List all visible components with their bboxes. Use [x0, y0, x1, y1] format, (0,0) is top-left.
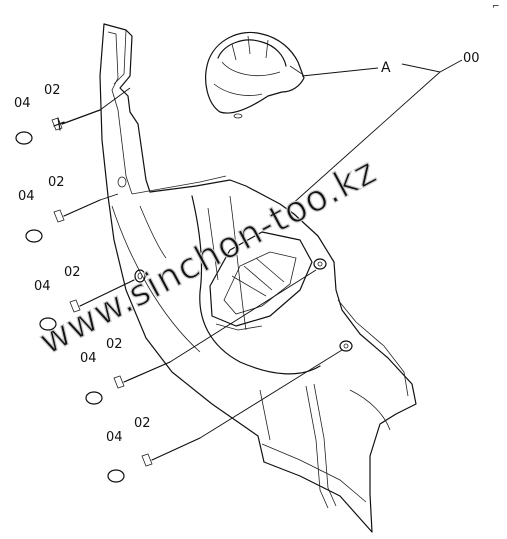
screw-label: 02 — [48, 175, 65, 190]
cap-icon — [25, 229, 43, 243]
screw-set-4: 02 04 — [80, 269, 317, 405]
cap-icon — [15, 131, 33, 145]
cap-icon — [107, 469, 125, 483]
leader-00-panel — [289, 71, 441, 207]
cap-label: 04 — [18, 189, 35, 204]
screw-set-2: 02 04 — [18, 175, 119, 243]
screw-label: 02 — [134, 416, 151, 431]
cap-label: 04 — [34, 279, 51, 294]
cap-icon — [85, 391, 103, 405]
screw-icon — [63, 199, 101, 217]
leader-00-a — [401, 59, 463, 73]
leader-a — [301, 67, 379, 77]
screw-set-1: 02 04 — [14, 83, 131, 145]
cap-label: 04 — [14, 96, 31, 111]
console-side-panel — [99, 23, 417, 533]
view-ref-label: A — [381, 60, 391, 76]
cap-label: 04 — [106, 430, 123, 445]
screw-set-3: 02 04 — [34, 265, 135, 331]
cup-holder-part — [205, 31, 305, 119]
screw-icon — [123, 361, 171, 383]
screw-set-5: 02 04 — [106, 349, 343, 483]
screw-icon — [53, 109, 101, 131]
screw-label: 02 — [64, 265, 81, 280]
corner-mark: ⌐ — [492, 2, 500, 12]
screw-icon — [151, 437, 201, 461]
screw-icon — [79, 279, 135, 307]
cap-label: 04 — [80, 351, 97, 366]
assembly-label: 00 — [463, 51, 480, 66]
screw-label: 02 — [106, 337, 123, 352]
cap-icon — [39, 317, 57, 331]
screw-label: 02 — [44, 83, 61, 98]
